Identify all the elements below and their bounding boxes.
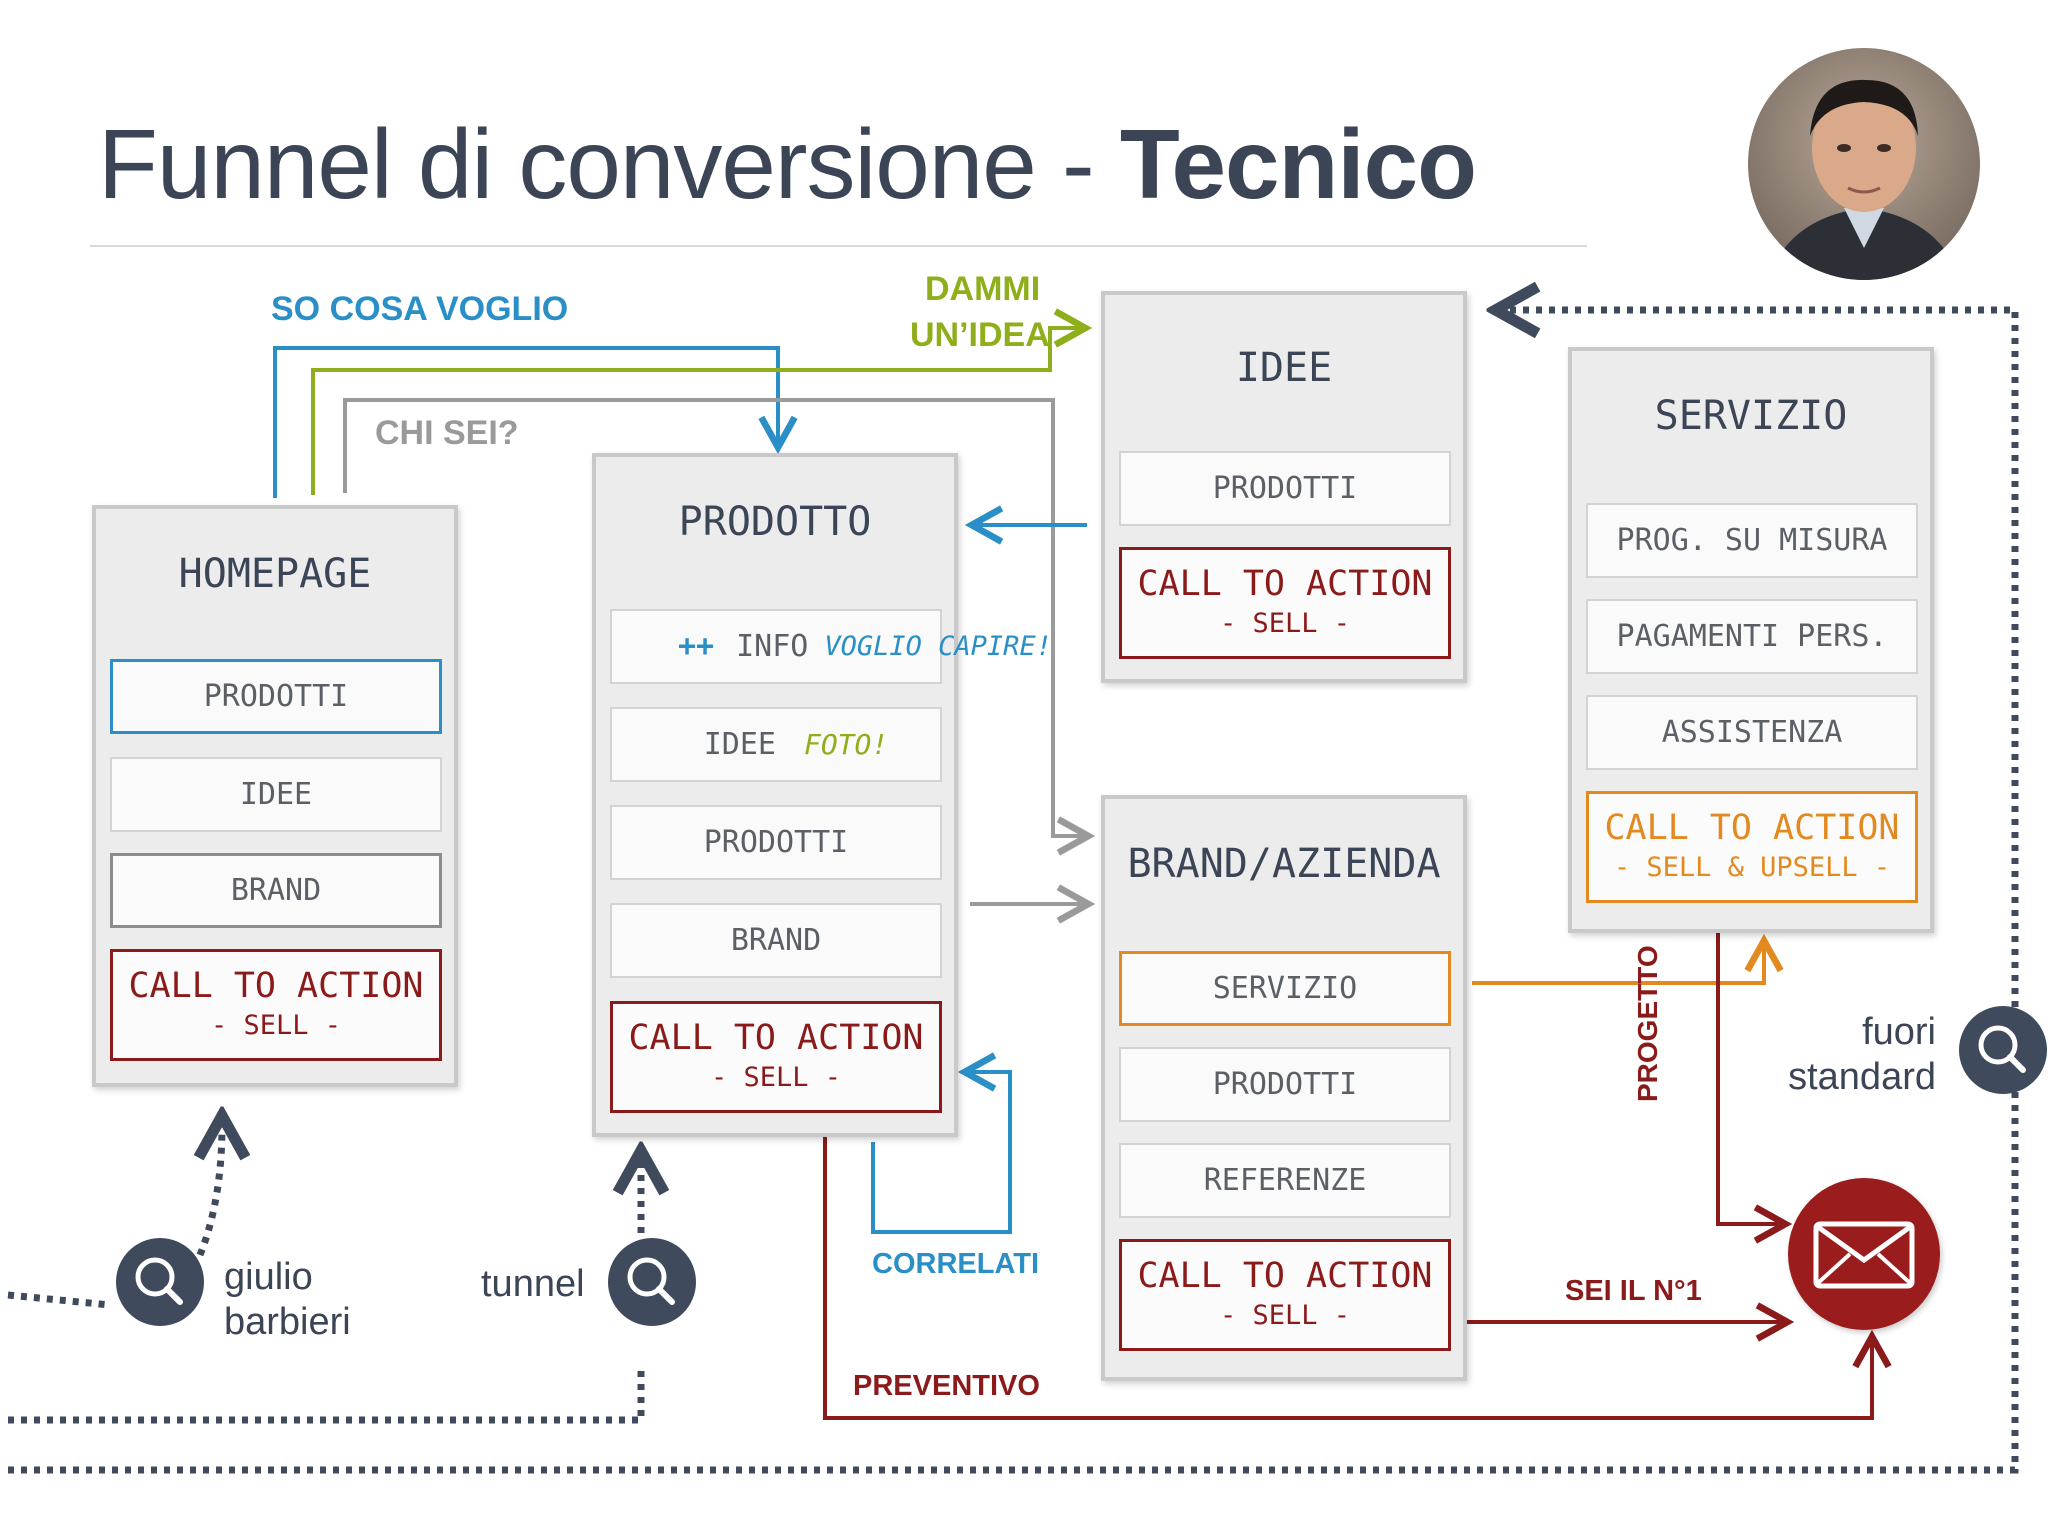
note-voglio-capire: VOGLIO CAPIRE! — [824, 631, 1052, 662]
item-idee-label: IDEE — [703, 727, 776, 762]
panel-title: PRODOTTO — [678, 499, 872, 545]
arrow-chi-sei — [343, 398, 1085, 836]
arrow-correlati — [871, 1072, 1012, 1234]
source-fuori-standard: fuori standard — [1786, 1010, 1936, 1100]
source-label: giulio — [224, 1256, 313, 1298]
cta-sub: - SELL - — [1219, 1300, 1351, 1331]
label-chi-sei: CHI SEI? — [375, 414, 519, 452]
item-idee[interactable]: IDEE FOTO! — [610, 707, 942, 782]
source-giulio-barbieri: giulio barbieri — [224, 1255, 351, 1345]
panel-title: SERVIZIO — [1654, 393, 1848, 439]
dotted-tunnel — [8, 1368, 645, 1424]
panel-homepage: HOMEPAGE PRODOTTI IDEE BRAND CALL TO ACT… — [92, 505, 458, 1087]
search-icon[interactable] — [1959, 1006, 2047, 1094]
mail-icon[interactable] — [1788, 1178, 1940, 1330]
item-prodotti[interactable]: PRODOTTI — [1119, 1047, 1451, 1122]
arrow-preventivo — [823, 1106, 1872, 1420]
cta-button[interactable]: CALL TO ACTION - SELL - — [1119, 547, 1451, 659]
dotted-giulio-up — [200, 1125, 222, 1257]
label-preventivo: PREVENTIVO — [853, 1370, 1040, 1402]
plus-mark: ++ — [678, 629, 715, 664]
item-pagamenti-pers[interactable]: PAGAMENTI PERS. — [1586, 599, 1918, 674]
label-so-cosa-voglio: SO COSA VOGLIO — [271, 290, 569, 328]
item-prog-su-misura[interactable]: PROG. SU MISURA — [1586, 503, 1918, 578]
panel-idee: IDEE PRODOTTI CALL TO ACTION - SELL - — [1101, 291, 1467, 683]
item-referenze[interactable]: REFERENZE — [1119, 1143, 1451, 1218]
arrow-progetto — [1716, 906, 1782, 1224]
panel-title: IDEE — [1235, 345, 1333, 391]
item-servizio[interactable]: SERVIZIO — [1119, 951, 1451, 1026]
title-bold: Tecnico — [1119, 109, 1477, 219]
cta-label: CALL TO ACTION — [1137, 1256, 1433, 1296]
page-title: Funnel di conversione - Tecnico — [98, 108, 1477, 221]
cta-sub: - SELL - — [1219, 608, 1351, 639]
search-icon[interactable] — [608, 1238, 696, 1326]
label-un-idea: UN’IDEA — [910, 316, 1050, 354]
title-light: Funnel di conversione - — [98, 109, 1120, 219]
source-label: fuori — [1862, 1011, 1936, 1053]
label-progetto: PROGETTO — [1632, 945, 1663, 1102]
cta-label: CALL TO ACTION — [1604, 808, 1900, 848]
panel-title: HOMEPAGE — [178, 551, 372, 597]
cta-sub: - SELL - — [710, 1062, 842, 1093]
label-sei-il-n1: SEI IL N°1 — [1565, 1275, 1702, 1307]
panel-brand-azienda: BRAND/AZIENDA SERVIZIO PRODOTTI REFERENZ… — [1101, 795, 1467, 1381]
item-idee[interactable]: IDEE — [110, 757, 442, 832]
cta-button[interactable]: CALL TO ACTION - SELL - — [110, 949, 442, 1061]
item-prodotti[interactable]: PRODOTTI — [110, 659, 442, 734]
item-info-label: INFO — [736, 629, 809, 664]
panel-servizio: SERVIZIO PROG. SU MISURA PAGAMENTI PERS.… — [1568, 347, 1934, 933]
item-prodotti[interactable]: PRODOTTI — [610, 805, 942, 880]
cta-label: CALL TO ACTION — [628, 1018, 924, 1058]
cta-sub: - SELL - — [210, 1010, 342, 1041]
source-label: barbieri — [224, 1301, 351, 1343]
item-assistenza[interactable]: ASSISTENZA — [1586, 695, 1918, 770]
note-foto: FOTO! — [803, 728, 889, 761]
label-dammi: DAMMI — [925, 270, 1041, 308]
source-label: standard — [1788, 1056, 1936, 1098]
cta-button[interactable]: CALL TO ACTION - SELL - — [610, 1001, 942, 1113]
item-info[interactable]: ++ INFO VOGLIO CAPIRE! — [610, 609, 1052, 684]
label-correlati: CORRELATI — [872, 1248, 1040, 1280]
profile-photo — [1748, 48, 1980, 280]
source-tunnel: tunnel — [481, 1263, 585, 1305]
item-brand[interactable]: BRAND — [610, 903, 942, 978]
item-brand[interactable]: BRAND — [110, 853, 442, 928]
cta-sub: - SELL & UPSELL - — [1613, 852, 1891, 883]
title-divider — [90, 245, 1587, 247]
arrow-dammi-idea — [311, 328, 1082, 495]
cta-label: CALL TO ACTION — [128, 966, 424, 1006]
panel-title: BRAND/AZIENDA — [1127, 841, 1441, 887]
panel-prodotto: PRODOTTO ++ INFO VOGLIO CAPIRE! IDEE FOT… — [592, 453, 1052, 1137]
cta-label: CALL TO ACTION — [1137, 564, 1433, 604]
arrow-servizio — [1472, 944, 1764, 985]
cta-button[interactable]: CALL TO ACTION - SELL - — [1119, 1239, 1451, 1351]
arrow-so-cosa-voglio — [273, 346, 778, 498]
search-icon[interactable] — [116, 1238, 204, 1326]
dotted-fuori — [8, 310, 2019, 1474]
dotted-giulio — [7, 1291, 111, 1309]
cta-button[interactable]: CALL TO ACTION - SELL & UPSELL - — [1586, 791, 1918, 903]
item-prodotti[interactable]: PRODOTTI — [1119, 451, 1451, 526]
